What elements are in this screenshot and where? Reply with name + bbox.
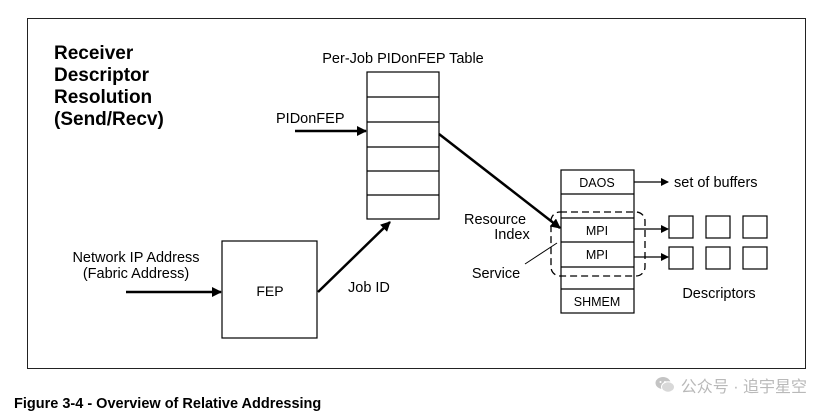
jobid-label: Job ID (348, 280, 390, 296)
fep-label: FEP (256, 283, 283, 299)
jobid-arrow (317, 221, 391, 293)
network-label-line2: (Fabric Address) (83, 266, 189, 282)
service-label: Service (472, 266, 520, 282)
title-line: (Send/Recv) (54, 109, 164, 130)
diagram-title: Receiver Descriptor Resolution (Send/Rec… (54, 43, 164, 131)
descriptor-boxes (668, 215, 768, 270)
descriptors-label: Descriptors (682, 286, 755, 302)
service-dashed-outline (550, 211, 646, 277)
mpi-label-2: MPI (586, 248, 608, 262)
wechat-icon (655, 377, 675, 393)
daos-label: DAOS (579, 176, 614, 190)
watermark-text: 公众号 · 追宇星空 (680, 379, 807, 396)
mpi-label-1: MPI (586, 224, 608, 238)
shmem-label: SHMEM (574, 295, 621, 309)
table-title: Per-Job PIDonFEP Table (322, 51, 483, 67)
figure-caption: Figure 3-4 - Overview of Relative Addres… (14, 396, 322, 412)
service-pointer-line (524, 242, 558, 265)
title-line: Descriptor (54, 65, 150, 86)
title-line: Resolution (54, 87, 153, 108)
table-to-service-arrow (438, 133, 561, 229)
watermark: 公众号 · 追宇星空 (655, 373, 807, 397)
service-table (560, 169, 635, 314)
fep-box (221, 240, 318, 339)
pidonfep-table (366, 71, 440, 220)
title-line: Receiver (54, 43, 134, 64)
set-of-buffers-label: set of buffers (674, 175, 758, 191)
pidonfep-label: PIDonFEP (276, 111, 345, 127)
diagram-frame (27, 18, 806, 369)
network-label-line1: Network IP Address (72, 250, 199, 266)
resource-index-line2: Index (494, 227, 530, 243)
resource-index-line1: Resource (464, 212, 526, 228)
